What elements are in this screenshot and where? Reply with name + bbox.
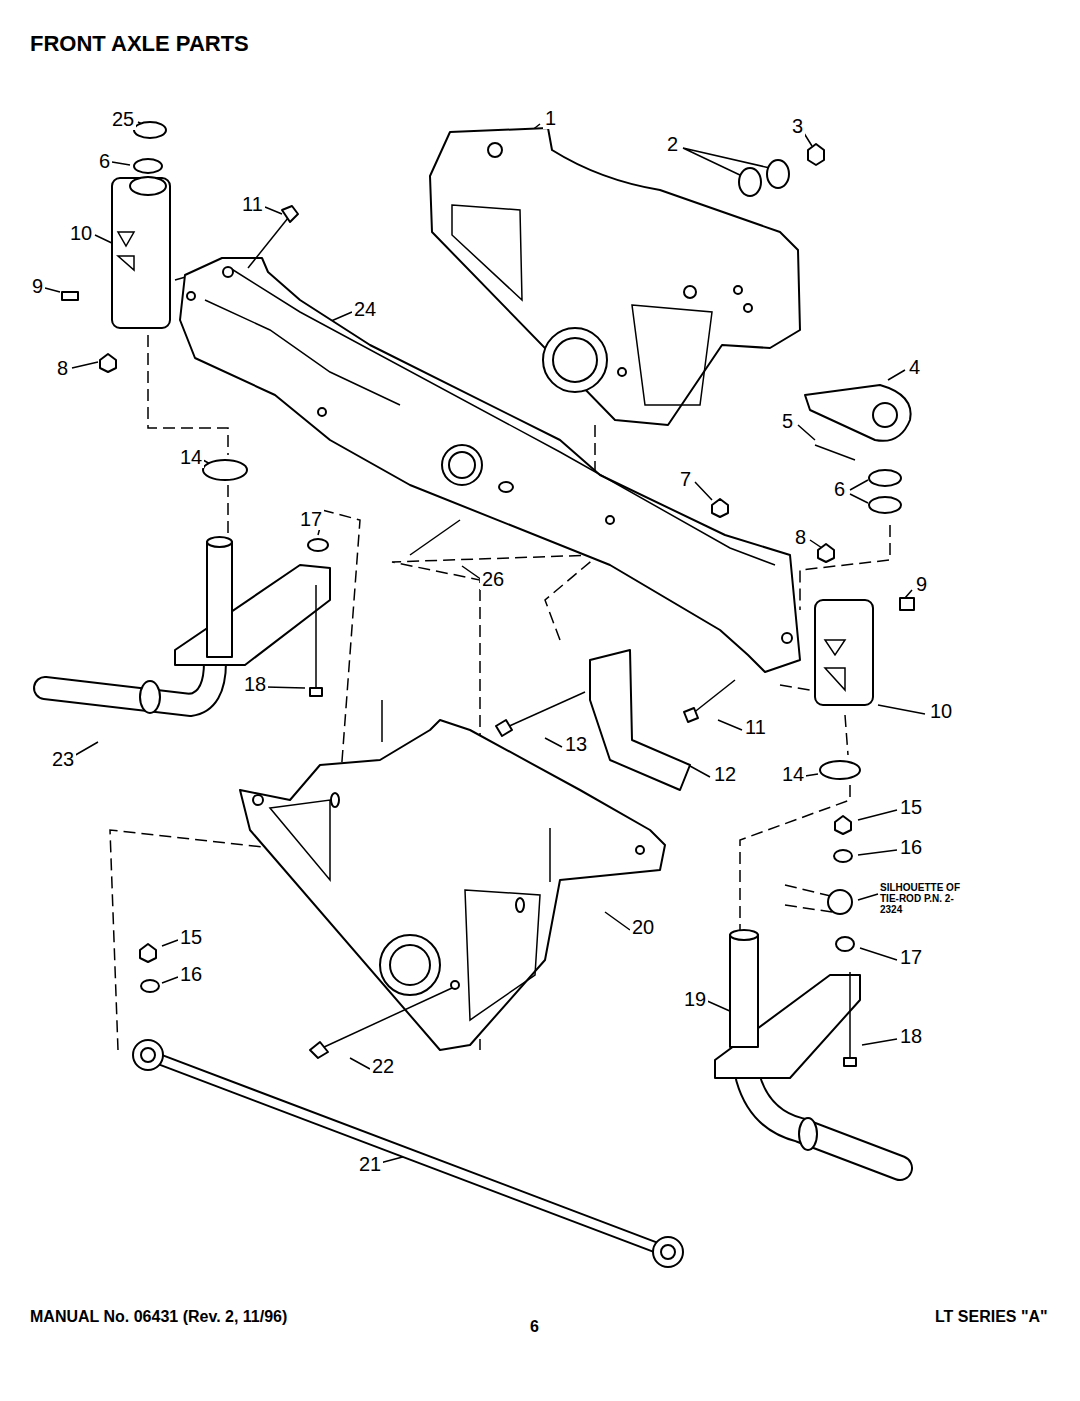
callout-number: 16 xyxy=(178,963,204,985)
callout-number: 24 xyxy=(352,298,378,320)
callout-number: 3 xyxy=(790,115,805,137)
callout-number: 13 xyxy=(563,733,589,755)
callout-number: 21 xyxy=(357,1153,383,1175)
callout-number: 18 xyxy=(242,673,268,695)
callout-number: 15 xyxy=(898,796,924,818)
callout-number: 17 xyxy=(898,946,924,968)
callout-number: 16 xyxy=(898,836,924,858)
callout-number: 25 xyxy=(110,108,136,130)
callout-number: 10 xyxy=(68,222,94,244)
callout-number: 17 xyxy=(298,508,324,530)
callout-number: 2 xyxy=(665,133,680,155)
callout-number: 10 xyxy=(928,700,954,722)
page-title: FRONT AXLE PARTS xyxy=(30,32,249,56)
callout-number: 22 xyxy=(370,1055,396,1077)
callout-number: 6 xyxy=(97,150,112,172)
callout-number: 5 xyxy=(780,410,795,432)
callout-number: 1 xyxy=(543,107,558,129)
callout-number: 4 xyxy=(907,356,922,378)
callout-number: 19 xyxy=(682,988,708,1010)
callout-number: 12 xyxy=(712,763,738,785)
callout-number: 14 xyxy=(178,446,204,468)
footer-text: MANUAL No. 06431 (Rev. 2, 11/96) xyxy=(30,1308,287,1326)
callout-number: 11 xyxy=(240,193,265,215)
page-number: 6 xyxy=(530,1318,539,1336)
callout-number: 8 xyxy=(793,526,808,548)
callout-number: 8 xyxy=(55,357,70,379)
callout-number: 9 xyxy=(30,275,45,297)
callout-number: 20 xyxy=(630,916,656,938)
callout-number: 18 xyxy=(898,1025,924,1047)
callout-number: 26 xyxy=(480,568,506,590)
silhouette-note: SILHOUETTE OF TIE-ROD P.N. 2-2324 xyxy=(880,882,960,915)
callout-number: 23 xyxy=(50,748,76,770)
footer-text: LT SERIES "A" xyxy=(935,1308,1048,1326)
callout-number: 7 xyxy=(678,468,693,490)
callout-number: 9 xyxy=(914,573,929,595)
callout-number: 15 xyxy=(178,926,204,948)
callout-number: 14 xyxy=(780,763,806,785)
callout-number: 11 xyxy=(743,716,768,738)
callout-number: 6 xyxy=(832,478,847,500)
